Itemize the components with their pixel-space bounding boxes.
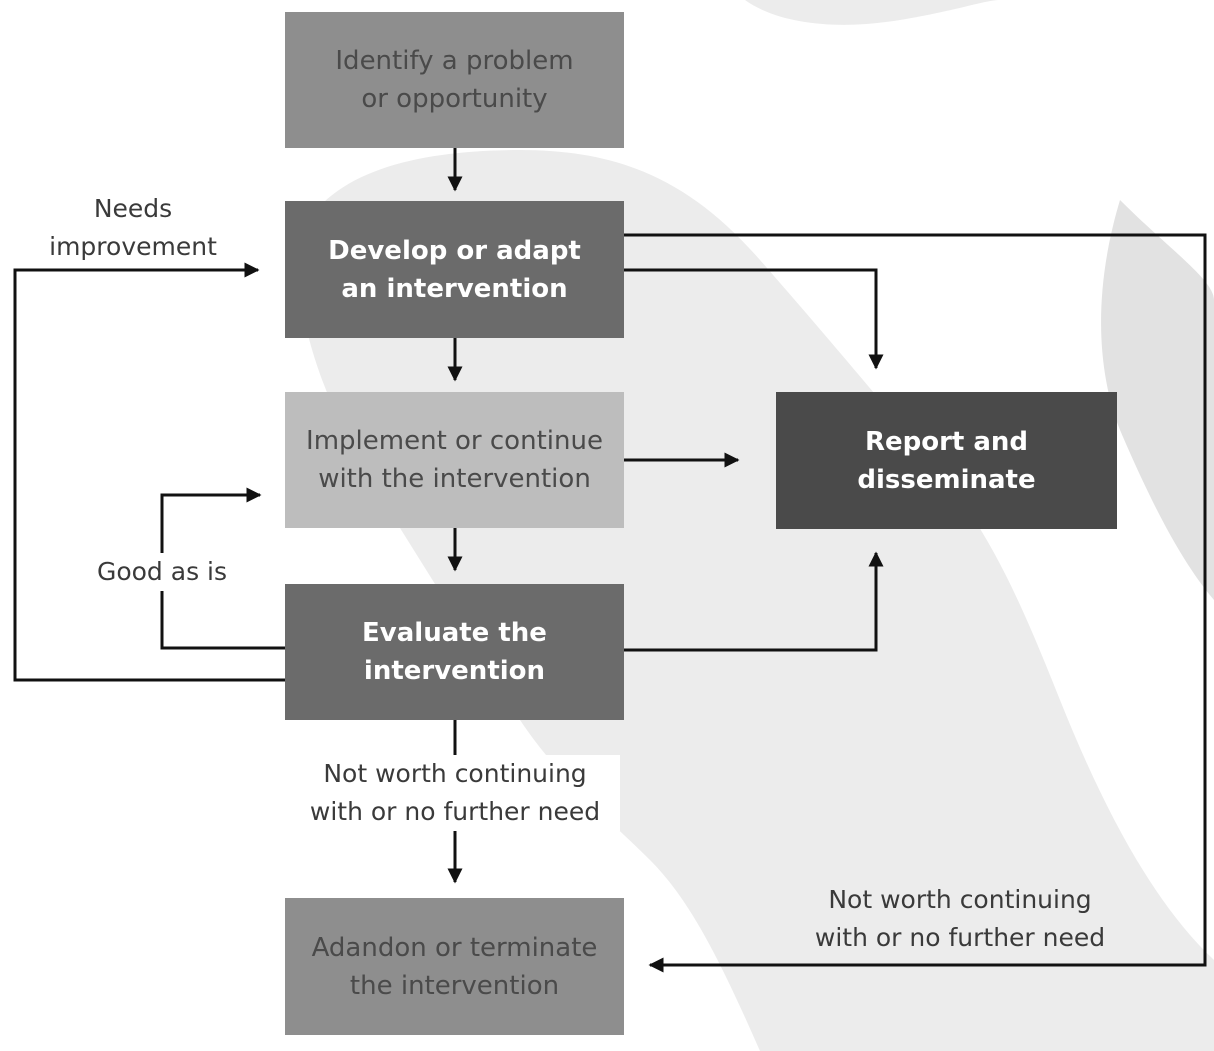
background-swirl-shape bbox=[745, 0, 1000, 25]
edge-label-needs-improvement: Needs improvement bbox=[49, 194, 217, 261]
node-abandon: Adandon or terminate the intervention bbox=[285, 898, 624, 1035]
node-develop-label: Develop or adapt an intervention bbox=[328, 235, 581, 304]
node-abandon-label: Adandon or terminate the intervention bbox=[311, 932, 598, 1001]
node-report: Report and disseminate bbox=[776, 392, 1117, 529]
edge-label-good-as-is: Good as is bbox=[88, 553, 236, 591]
node-implement: Implement or continue with the intervent… bbox=[285, 392, 624, 528]
node-identify-label: Identify a problem or opportunity bbox=[335, 46, 574, 114]
edge-label-not-worth-right: Not worth continuing with or no further … bbox=[814, 885, 1106, 952]
edge-label-not-worth-center: Not worth continuing with or no further … bbox=[290, 755, 620, 831]
node-develop: Develop or adapt an intervention bbox=[285, 201, 624, 338]
node-identify: Identify a problem or opportunity bbox=[285, 12, 624, 148]
background-swirl-shape bbox=[1101, 200, 1214, 600]
node-evaluate: Evaluate the intervention bbox=[285, 584, 624, 720]
node-report-label: Report and disseminate bbox=[857, 426, 1036, 495]
node-evaluate-label: Evaluate the intervention bbox=[362, 618, 547, 686]
node-implement-label: Implement or continue with the intervent… bbox=[306, 426, 603, 494]
